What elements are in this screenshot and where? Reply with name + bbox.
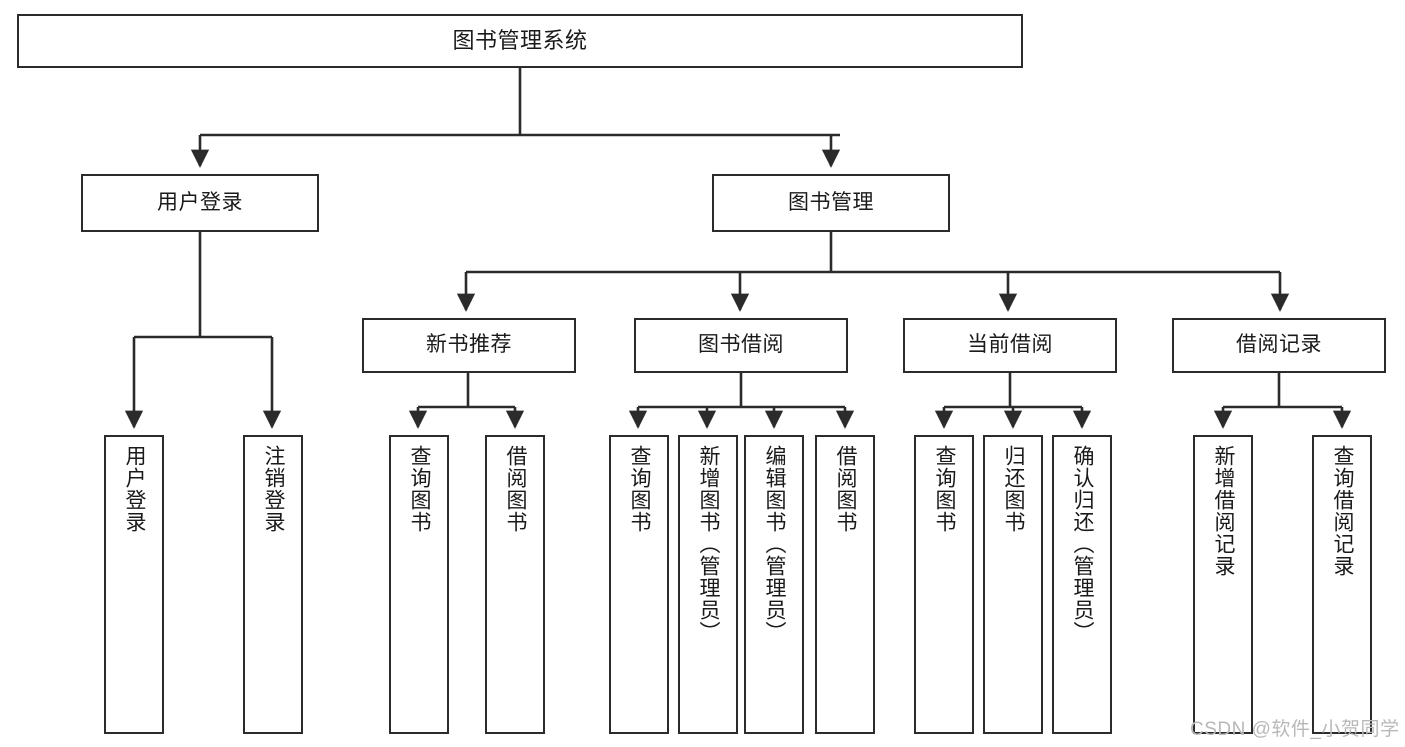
node-leaf-add-loan-record[interactable]: 新增借阅记录 <box>1193 435 1253 734</box>
node-label: 图书管理系统 <box>452 28 588 54</box>
node-leaf-borrow-book[interactable]: 借阅图书 <box>815 435 875 734</box>
node-label: 借阅图书 <box>504 445 528 533</box>
node-loan-record[interactable]: 借阅记录 <box>1172 318 1386 373</box>
node-book-borrow[interactable]: 图书借阅 <box>634 318 848 373</box>
node-label: 当前借阅 <box>967 333 1053 357</box>
node-leaf-edit-book-admin[interactable]: 编辑图书（管理员） <box>744 435 804 734</box>
node-leaf-add-book-admin[interactable]: 新增图书（管理员） <box>678 435 738 734</box>
node-leaf-query-book-borrow[interactable]: 查询图书 <box>609 435 669 734</box>
node-leaf-query-book-current[interactable]: 查询图书 <box>914 435 974 734</box>
node-new-book-recommend[interactable]: 新书推荐 <box>362 318 576 373</box>
node-user-login[interactable]: 用户登录 <box>81 174 319 232</box>
node-leaf-query-loan-record[interactable]: 查询借阅记录 <box>1312 435 1372 734</box>
node-leaf-confirm-return-admin[interactable]: 确认归还（管理员） <box>1052 435 1112 734</box>
node-root-system[interactable]: 图书管理系统 <box>17 14 1023 68</box>
node-label: 查询图书 <box>408 445 432 533</box>
node-label: 查询图书 <box>628 445 652 533</box>
node-label: 用户登录 <box>123 445 147 533</box>
node-current-loan[interactable]: 当前借阅 <box>903 318 1117 373</box>
node-label: 编辑图书（管理员） <box>763 445 787 643</box>
watermark-credit: CSDN @软件_小贺同学 <box>1190 719 1400 740</box>
node-label: 查询图书 <box>933 445 957 533</box>
node-label: 注销登录 <box>262 445 286 533</box>
node-label: 借阅图书 <box>834 445 858 533</box>
node-label: 新书推荐 <box>426 333 512 357</box>
node-label: 查询借阅记录 <box>1331 445 1355 577</box>
node-label: 借阅记录 <box>1236 333 1322 357</box>
node-leaf-borrow-book-recommend[interactable]: 借阅图书 <box>485 435 545 734</box>
node-leaf-query-book-recommend[interactable]: 查询图书 <box>389 435 449 734</box>
node-label: 图书管理 <box>788 190 874 214</box>
node-leaf-user-login[interactable]: 用户登录 <box>104 435 164 734</box>
node-label: 归还图书 <box>1002 445 1026 533</box>
node-label: 图书借阅 <box>698 333 784 357</box>
node-label: 确认归还（管理员） <box>1071 445 1095 643</box>
node-leaf-return-book[interactable]: 归还图书 <box>983 435 1043 734</box>
node-label: 新增图书（管理员） <box>697 445 721 643</box>
node-label: 用户登录 <box>157 190 243 214</box>
node-label: 新增借阅记录 <box>1212 445 1236 577</box>
node-book-manage[interactable]: 图书管理 <box>712 174 950 232</box>
node-leaf-user-logout[interactable]: 注销登录 <box>243 435 303 734</box>
